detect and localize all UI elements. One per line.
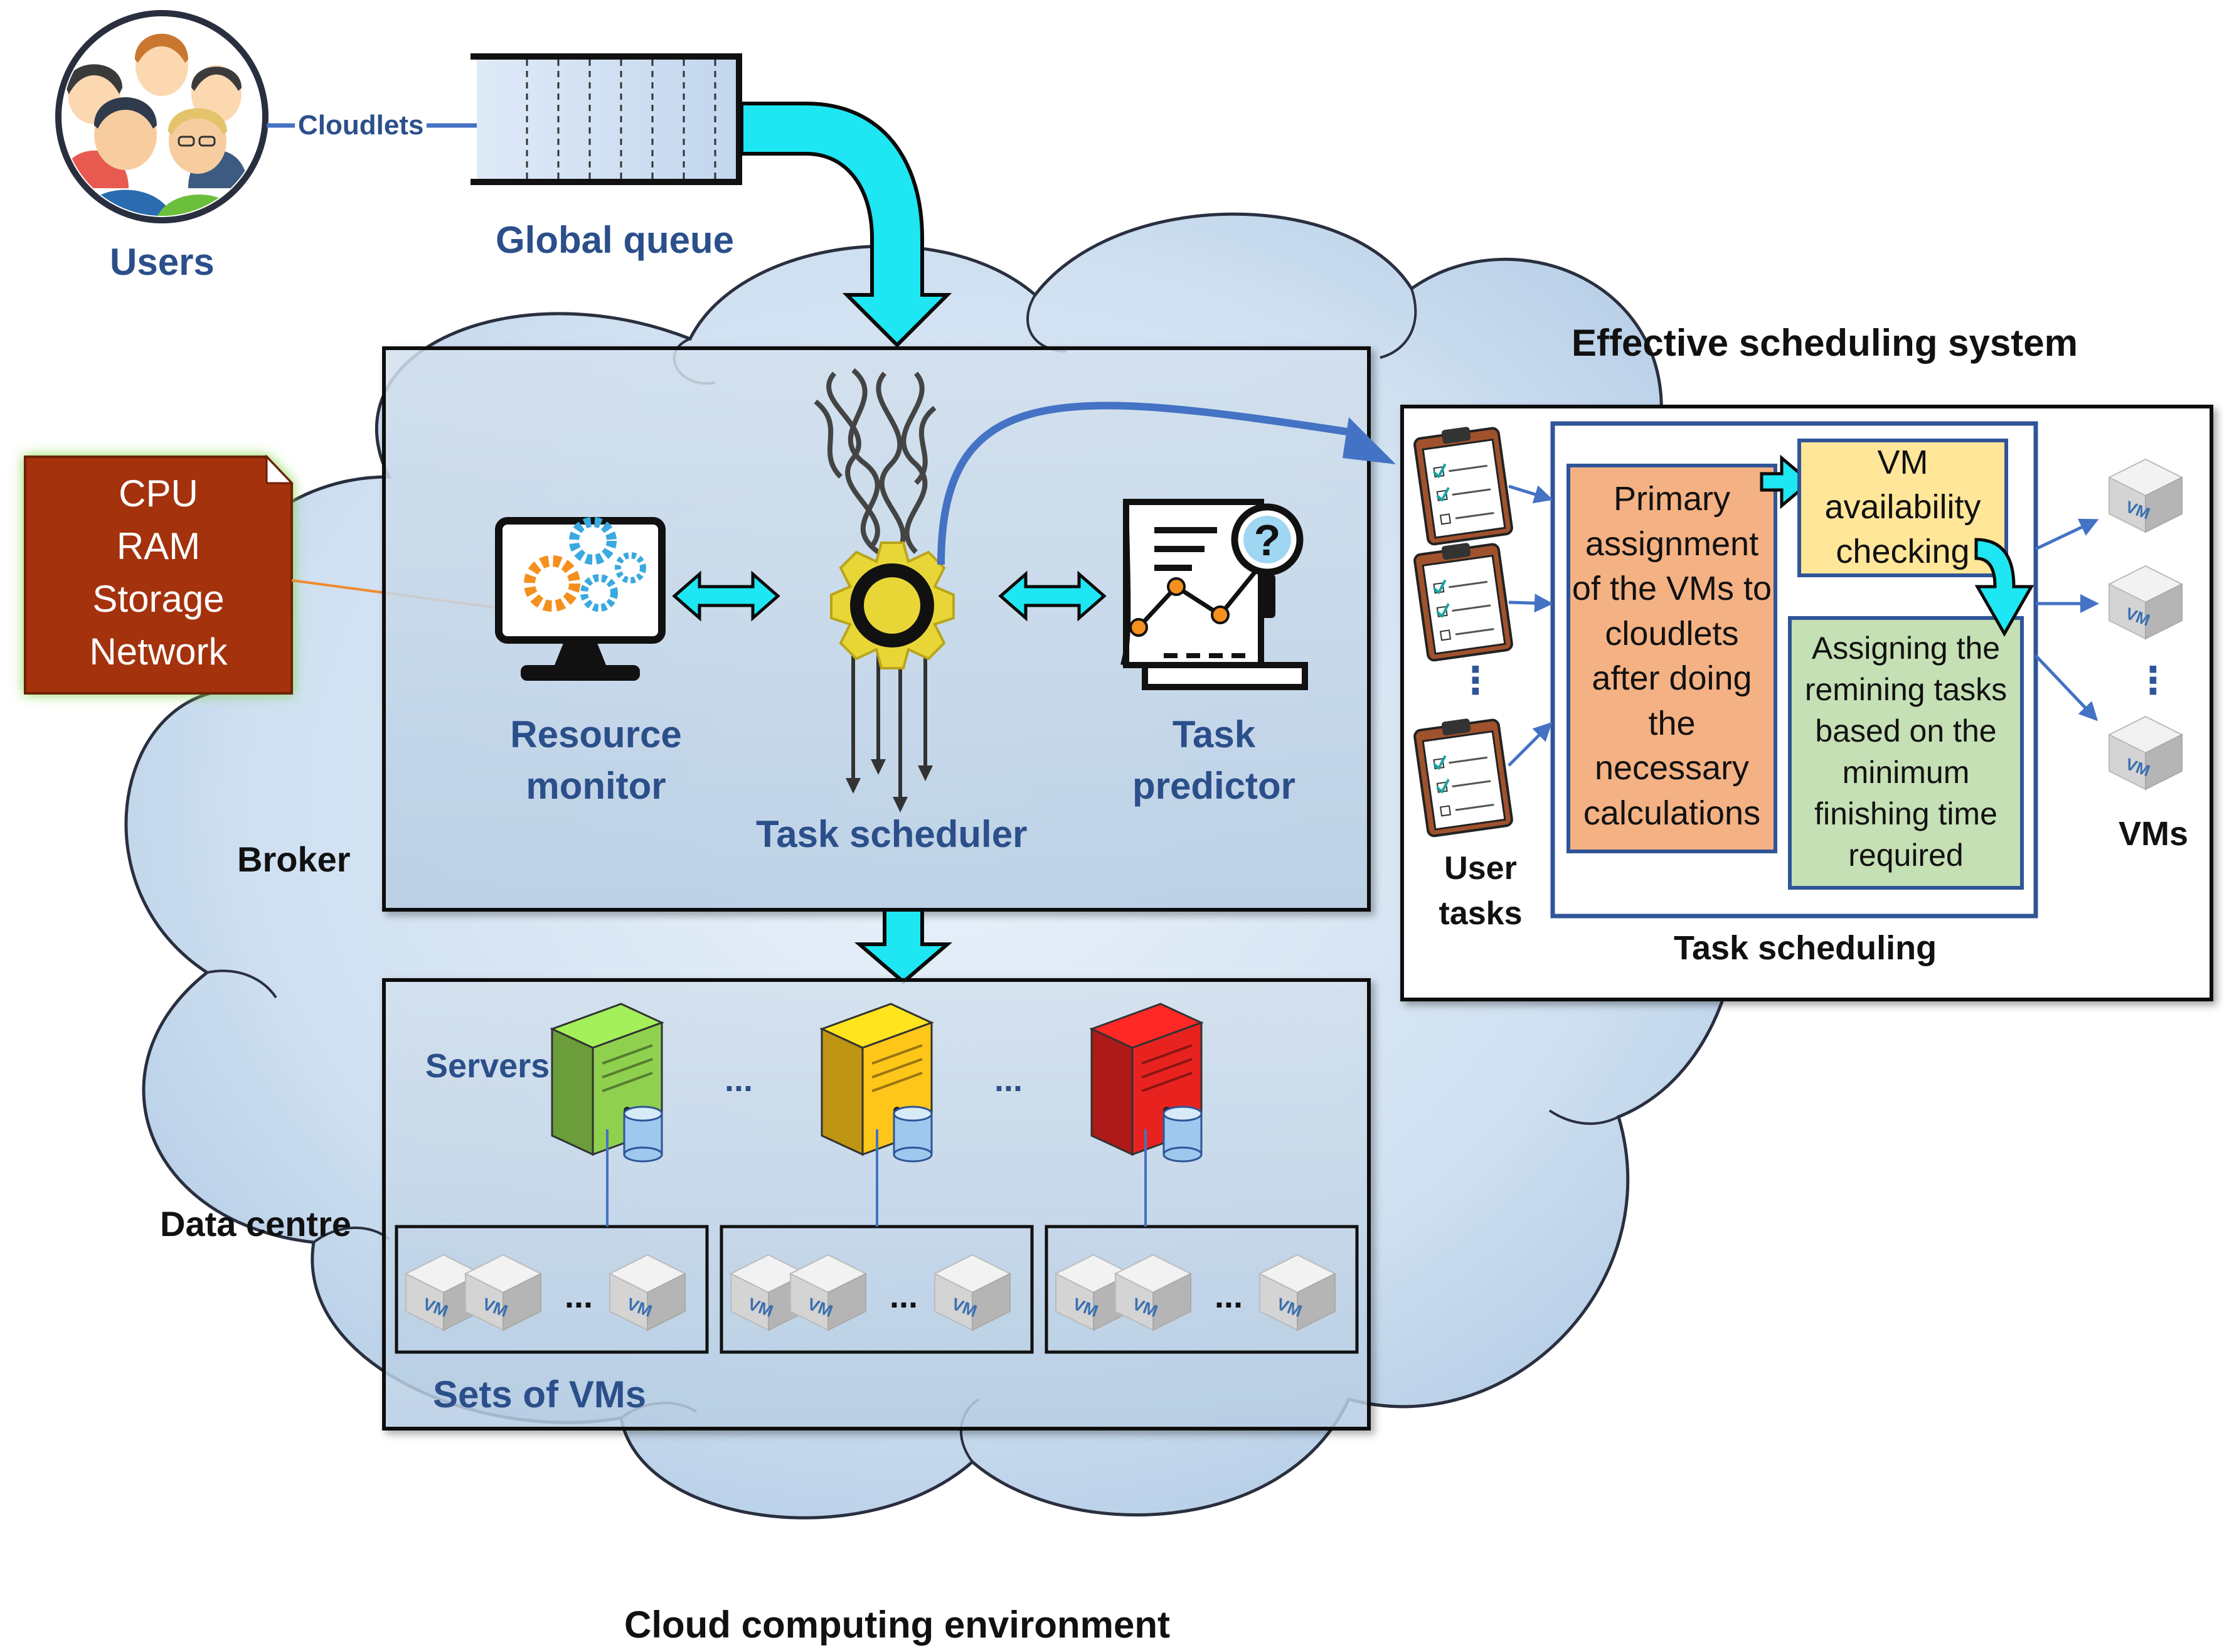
svg-text:?: ?	[1254, 516, 1281, 565]
server-ellipsis-2: ...	[994, 1061, 1023, 1099]
resource-monitor-label: Resource monitor	[510, 713, 682, 807]
global-queue-label: Global queue	[496, 219, 735, 261]
vm-check-box	[1797, 439, 2008, 577]
clipboard-icon	[1413, 427, 1513, 546]
broker-to-datacentre-arrow	[854, 908, 953, 984]
clipboard-icon	[1413, 718, 1513, 838]
vm-cube-icon: VM	[1258, 1254, 1337, 1331]
vm-cube-icon: VM	[2107, 565, 2184, 640]
task-scheduling-label: Task scheduling	[1674, 929, 1937, 967]
server-icon	[1089, 1003, 1204, 1163]
vm-cube-icon: VM	[2107, 458, 2184, 533]
vm-cube-icon: VM	[933, 1254, 1012, 1331]
user-tasks-label: User tasks	[1439, 850, 1523, 932]
task-predictor-icon: ?	[1120, 499, 1308, 690]
servers-group	[550, 1003, 1204, 1163]
vm-cube-icon: VM	[404, 1254, 483, 1331]
ess-vm-cubes: VM VM VM	[2107, 458, 2184, 791]
scheduler-predictor-double-arrow	[998, 570, 1107, 622]
servers-label: Servers	[425, 1047, 550, 1085]
vm-cube-icon: VM	[464, 1254, 543, 1331]
vm-check-text: VM availability checking	[1824, 444, 1981, 570]
cloud-env-label: Cloud computing environment	[624, 1604, 1170, 1646]
vm-cube-icon: VM	[1114, 1254, 1193, 1331]
resource-network: Network	[89, 631, 228, 673]
clipboards	[1413, 427, 1513, 838]
to-vms-arrows	[2035, 518, 2099, 722]
broker-label: Broker	[237, 839, 351, 879]
resource-list: CPU RAM Storage Network	[25, 467, 292, 678]
primary-text: Primary assignment of the VMs to cloudle…	[1572, 480, 1772, 832]
check-to-assign-arrow	[1974, 538, 2035, 637]
resource-ram: RAM	[116, 525, 201, 567]
resource-monitor-icon	[495, 517, 666, 681]
vm-ellipsis-2: ...	[890, 1277, 918, 1315]
resource-box	[24, 454, 528, 695]
assigning-box	[1788, 616, 2024, 890]
resource-storage: Storage	[92, 578, 225, 620]
user-tasks-arrows	[1508, 484, 1553, 767]
server-icon	[819, 1003, 934, 1163]
vms-vertical-dots: ⋮	[2134, 659, 2172, 701]
primary-to-check-arrow	[1760, 454, 1812, 509]
ess-vertical-dots: ⋮	[1457, 659, 1494, 701]
global-queue	[471, 53, 742, 185]
server-icon	[550, 1003, 664, 1163]
vm-sets	[395, 1129, 1359, 1354]
vm-ellipsis-1: ...	[565, 1277, 593, 1315]
clipboard-icon	[1413, 543, 1513, 662]
monitor-scheduler-double-arrow	[672, 570, 780, 622]
vms-label: VMs	[2119, 815, 2189, 853]
primary-box	[1566, 464, 1777, 853]
queue-to-broker-arrow	[740, 102, 952, 348]
task-predictor-label: Task predictor	[1132, 713, 1296, 807]
users-label: Users	[110, 241, 215, 283]
vm-cube-icon: VM	[789, 1254, 868, 1331]
users-avatar	[55, 10, 269, 223]
scheduler-to-ess-arrow	[937, 402, 1396, 565]
vm-cube-icon: VM	[2107, 715, 2184, 791]
ess-title: Effective scheduling system	[1572, 322, 2078, 364]
cloudlets-label: Cloudlets	[298, 110, 424, 141]
assigning-text: Assigning the remining tasks based on th…	[1804, 631, 2008, 873]
sets-of-vms-label: Sets of VMs	[433, 1373, 647, 1415]
resource-cpu: CPU	[119, 472, 198, 514]
datacentre-label: Data centre	[160, 1204, 352, 1244]
task-scheduler-label: Task scheduler	[756, 813, 1028, 855]
vm-ellipsis-3: ...	[1215, 1277, 1243, 1315]
task-scheduler-icon	[814, 368, 955, 813]
server-ellipsis-1: ...	[725, 1061, 753, 1099]
vm-cube-icon: VM	[608, 1254, 687, 1331]
